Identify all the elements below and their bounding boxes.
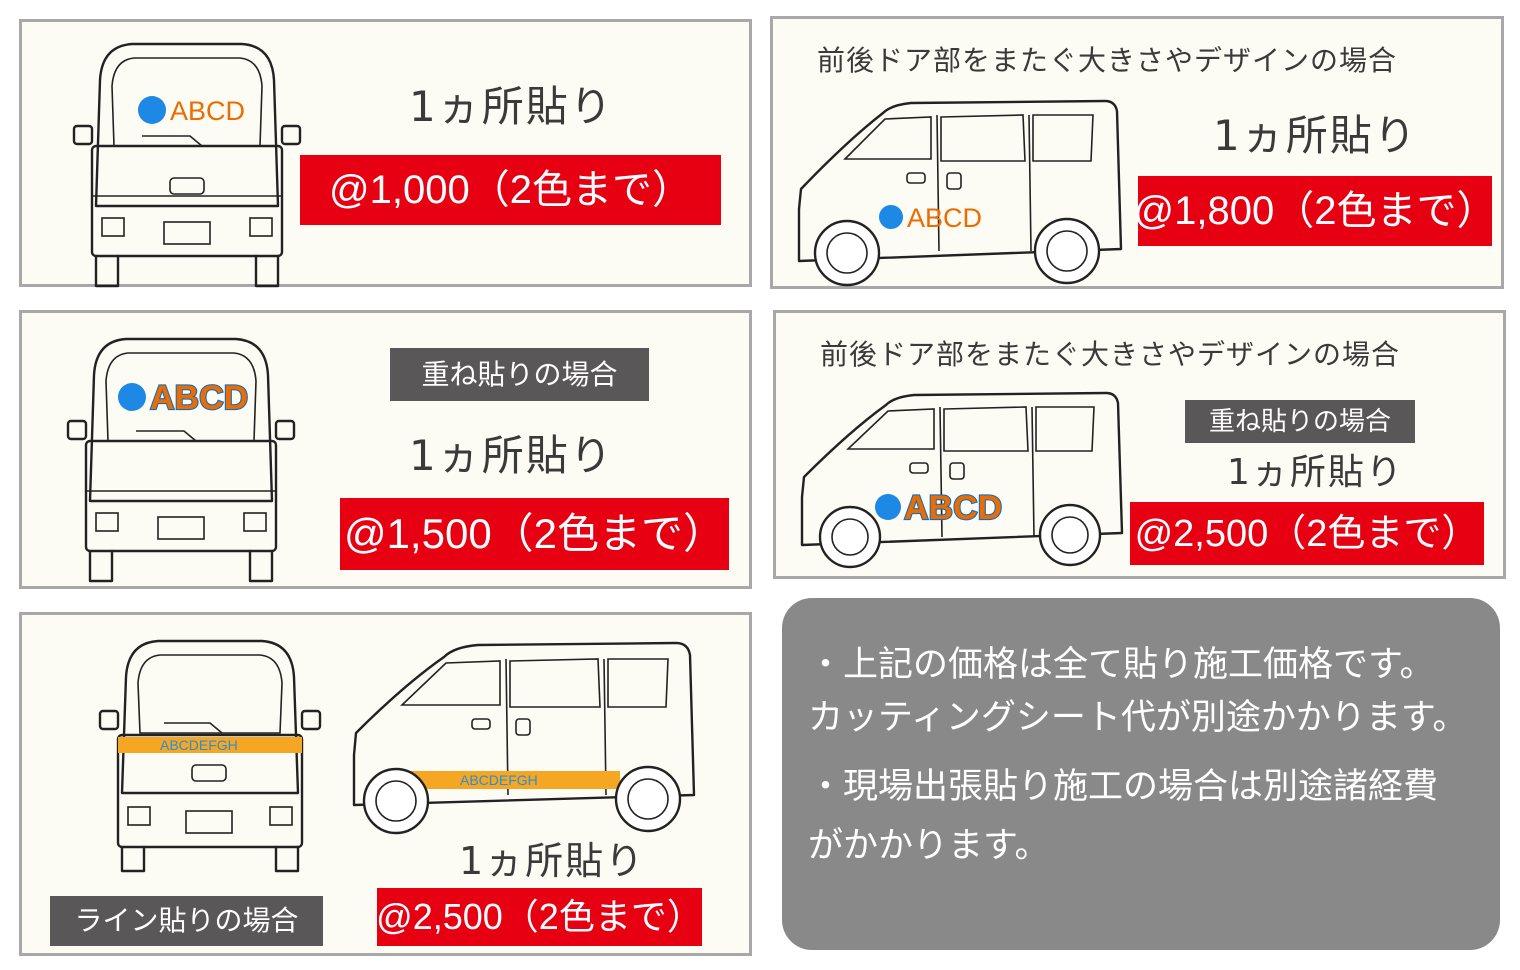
overlay-tag: 重ね貼りの場合	[390, 348, 649, 401]
count-label: 1ヵ所貼り	[459, 839, 646, 883]
line-label: ABCDEFGH	[460, 772, 538, 788]
sticker-label: ABCD	[907, 203, 982, 233]
sticker-label: ABCD	[904, 489, 1002, 527]
across-doors-heading: 前後ドア部をまたぐ大きさやデザインの場合	[817, 44, 1398, 77]
panel-side-single: 前後ドア部をまたぐ大きさやデザインの場合 ABCD 1ヵ所貼り @1,800（2…	[770, 16, 1504, 289]
count-label: 1ヵ所貼り	[409, 82, 614, 131]
line-band	[118, 737, 302, 753]
van-side-illustration: ABCDEFGH	[352, 641, 696, 835]
price-side-single: @1,800（2色まで）	[1134, 176, 1496, 246]
notes-box: ・上記の価格は全て貼り施工価格です。 カッティングシート代が別途かかります。 ・…	[782, 598, 1500, 950]
note-line-3: ・現場出張貼り施工の場合は別途諸経費	[808, 767, 1439, 807]
price-rear-single: @1,000（2色まで）	[300, 155, 721, 225]
sticker-dot-icon	[875, 494, 901, 520]
sticker-label: ABCD	[150, 379, 248, 417]
note-line-4: がかかります。	[808, 826, 1050, 866]
van-rear-illustration: ABCD	[72, 42, 302, 288]
sticker-dot-icon	[138, 96, 166, 124]
price-rear-overlay: @1,500（2色まで）	[340, 498, 729, 570]
price-side-overlay: @2,500（2色まで）	[1130, 502, 1484, 565]
price-line: @2,500（2色まで）	[376, 888, 703, 946]
panel-rear-overlay: ABCD 重ね貼りの場合 1ヵ所貼り @1,500（2色まで）	[19, 310, 752, 589]
van-side-illustration: ABCD	[800, 391, 1124, 569]
panel-rear-single: ABCD 1ヵ所貼り @1,000（2色まで）	[19, 19, 752, 288]
sticker-label: ABCD	[170, 96, 245, 126]
van-rear-illustration: ABCDEFGH	[98, 639, 322, 873]
count-label: 1ヵ所貼り	[409, 431, 614, 480]
sticker-dot-icon	[879, 205, 903, 229]
count-label: 1ヵ所貼り	[1213, 111, 1418, 160]
note-line-1: ・上記の価格は全て貼り施工価格です。	[808, 645, 1435, 685]
overlay-tag: 重ね貼りの場合	[1185, 400, 1415, 443]
across-doors-heading: 前後ドア部をまたぐ大きさやデザインの場合	[820, 338, 1401, 371]
van-side-illustration: ABCD	[797, 99, 1123, 287]
panel-line: ABCDEFGH ABCDEFGH ライン貼りの場合 1ヵ所貼り @2,500（…	[19, 612, 752, 956]
line-tag: ライン貼りの場合	[50, 896, 323, 946]
note-line-2: カッティングシート代が別途かかります。	[808, 698, 1468, 738]
line-label: ABCDEFGH	[160, 737, 238, 753]
van-rear-illustration: ABCD	[66, 337, 296, 583]
line-band	[410, 771, 620, 789]
sticker-dot-icon	[118, 383, 146, 411]
panel-side-overlay: 前後ドア部をまたぐ大きさやデザインの場合 ABCD 重ね貼りの場合 1ヵ所貼り …	[773, 310, 1506, 579]
count-label: 1ヵ所貼り	[1227, 452, 1404, 493]
